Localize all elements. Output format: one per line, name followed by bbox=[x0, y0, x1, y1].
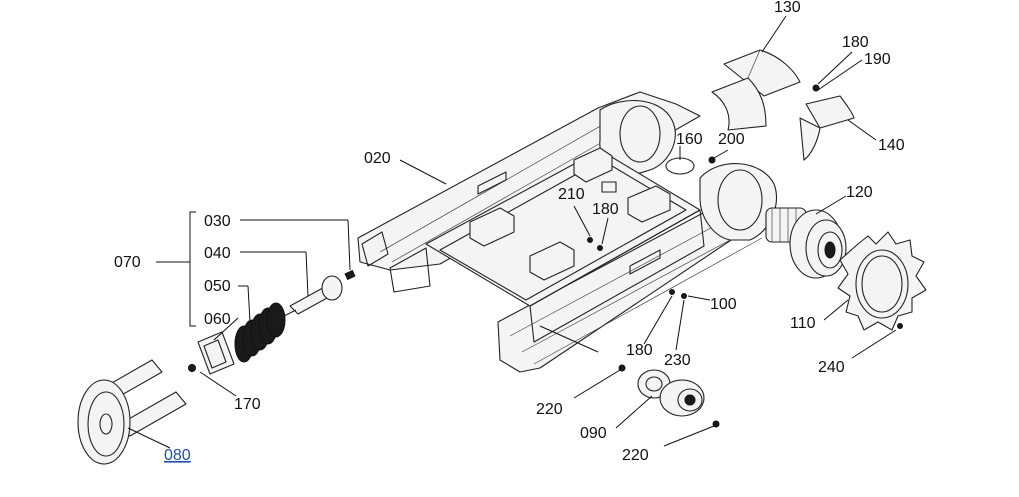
label-100: 100 bbox=[710, 296, 737, 313]
part-labels: 130 180 190 140 160 200 020 120 210 180 … bbox=[114, 0, 905, 464]
label-060: 060 bbox=[204, 311, 231, 328]
roller-090 bbox=[618, 364, 720, 428]
bolt-200 bbox=[708, 156, 716, 164]
label-140: 140 bbox=[878, 137, 905, 154]
label-030: 030 bbox=[204, 213, 231, 230]
sprocket-110 bbox=[837, 231, 927, 331]
label-070: 070 bbox=[114, 254, 141, 271]
guard-140 bbox=[799, 95, 855, 161]
label-170: 170 bbox=[234, 396, 261, 413]
label-090: 090 bbox=[580, 425, 607, 442]
nipple-230 bbox=[681, 293, 687, 299]
label-220-left: 220 bbox=[536, 401, 563, 418]
label-020: 020 bbox=[364, 150, 391, 167]
label-160: 160 bbox=[676, 131, 703, 148]
bolt-190 bbox=[812, 84, 820, 92]
leader-lines bbox=[127, 15, 897, 449]
label-080[interactable]: 080 bbox=[164, 447, 191, 464]
label-110: 110 bbox=[790, 315, 816, 332]
label-050: 050 bbox=[204, 278, 231, 295]
label-180-top: 180 bbox=[842, 34, 869, 51]
label-210: 210 bbox=[558, 186, 585, 203]
guard-130 bbox=[711, 49, 801, 131]
idler-wheel-080 bbox=[77, 359, 187, 465]
label-220-right: 220 bbox=[622, 447, 649, 464]
label-200: 200 bbox=[718, 131, 745, 148]
label-180-low: 180 bbox=[626, 342, 653, 359]
label-130: 130 bbox=[774, 0, 801, 16]
nut-170 bbox=[188, 364, 196, 372]
spring-050 bbox=[234, 302, 286, 363]
label-240: 240 bbox=[818, 359, 845, 376]
label-040: 040 bbox=[204, 245, 231, 262]
label-120: 120 bbox=[846, 184, 873, 201]
recoil-assembly-070 bbox=[197, 269, 356, 375]
track-frame-020 bbox=[357, 91, 778, 373]
bolt-180-front bbox=[669, 289, 675, 295]
label-180-mid: 180 bbox=[592, 201, 619, 218]
travel-motor-120 bbox=[765, 207, 847, 279]
label-230: 230 bbox=[664, 352, 691, 369]
label-190: 190 bbox=[864, 51, 891, 68]
